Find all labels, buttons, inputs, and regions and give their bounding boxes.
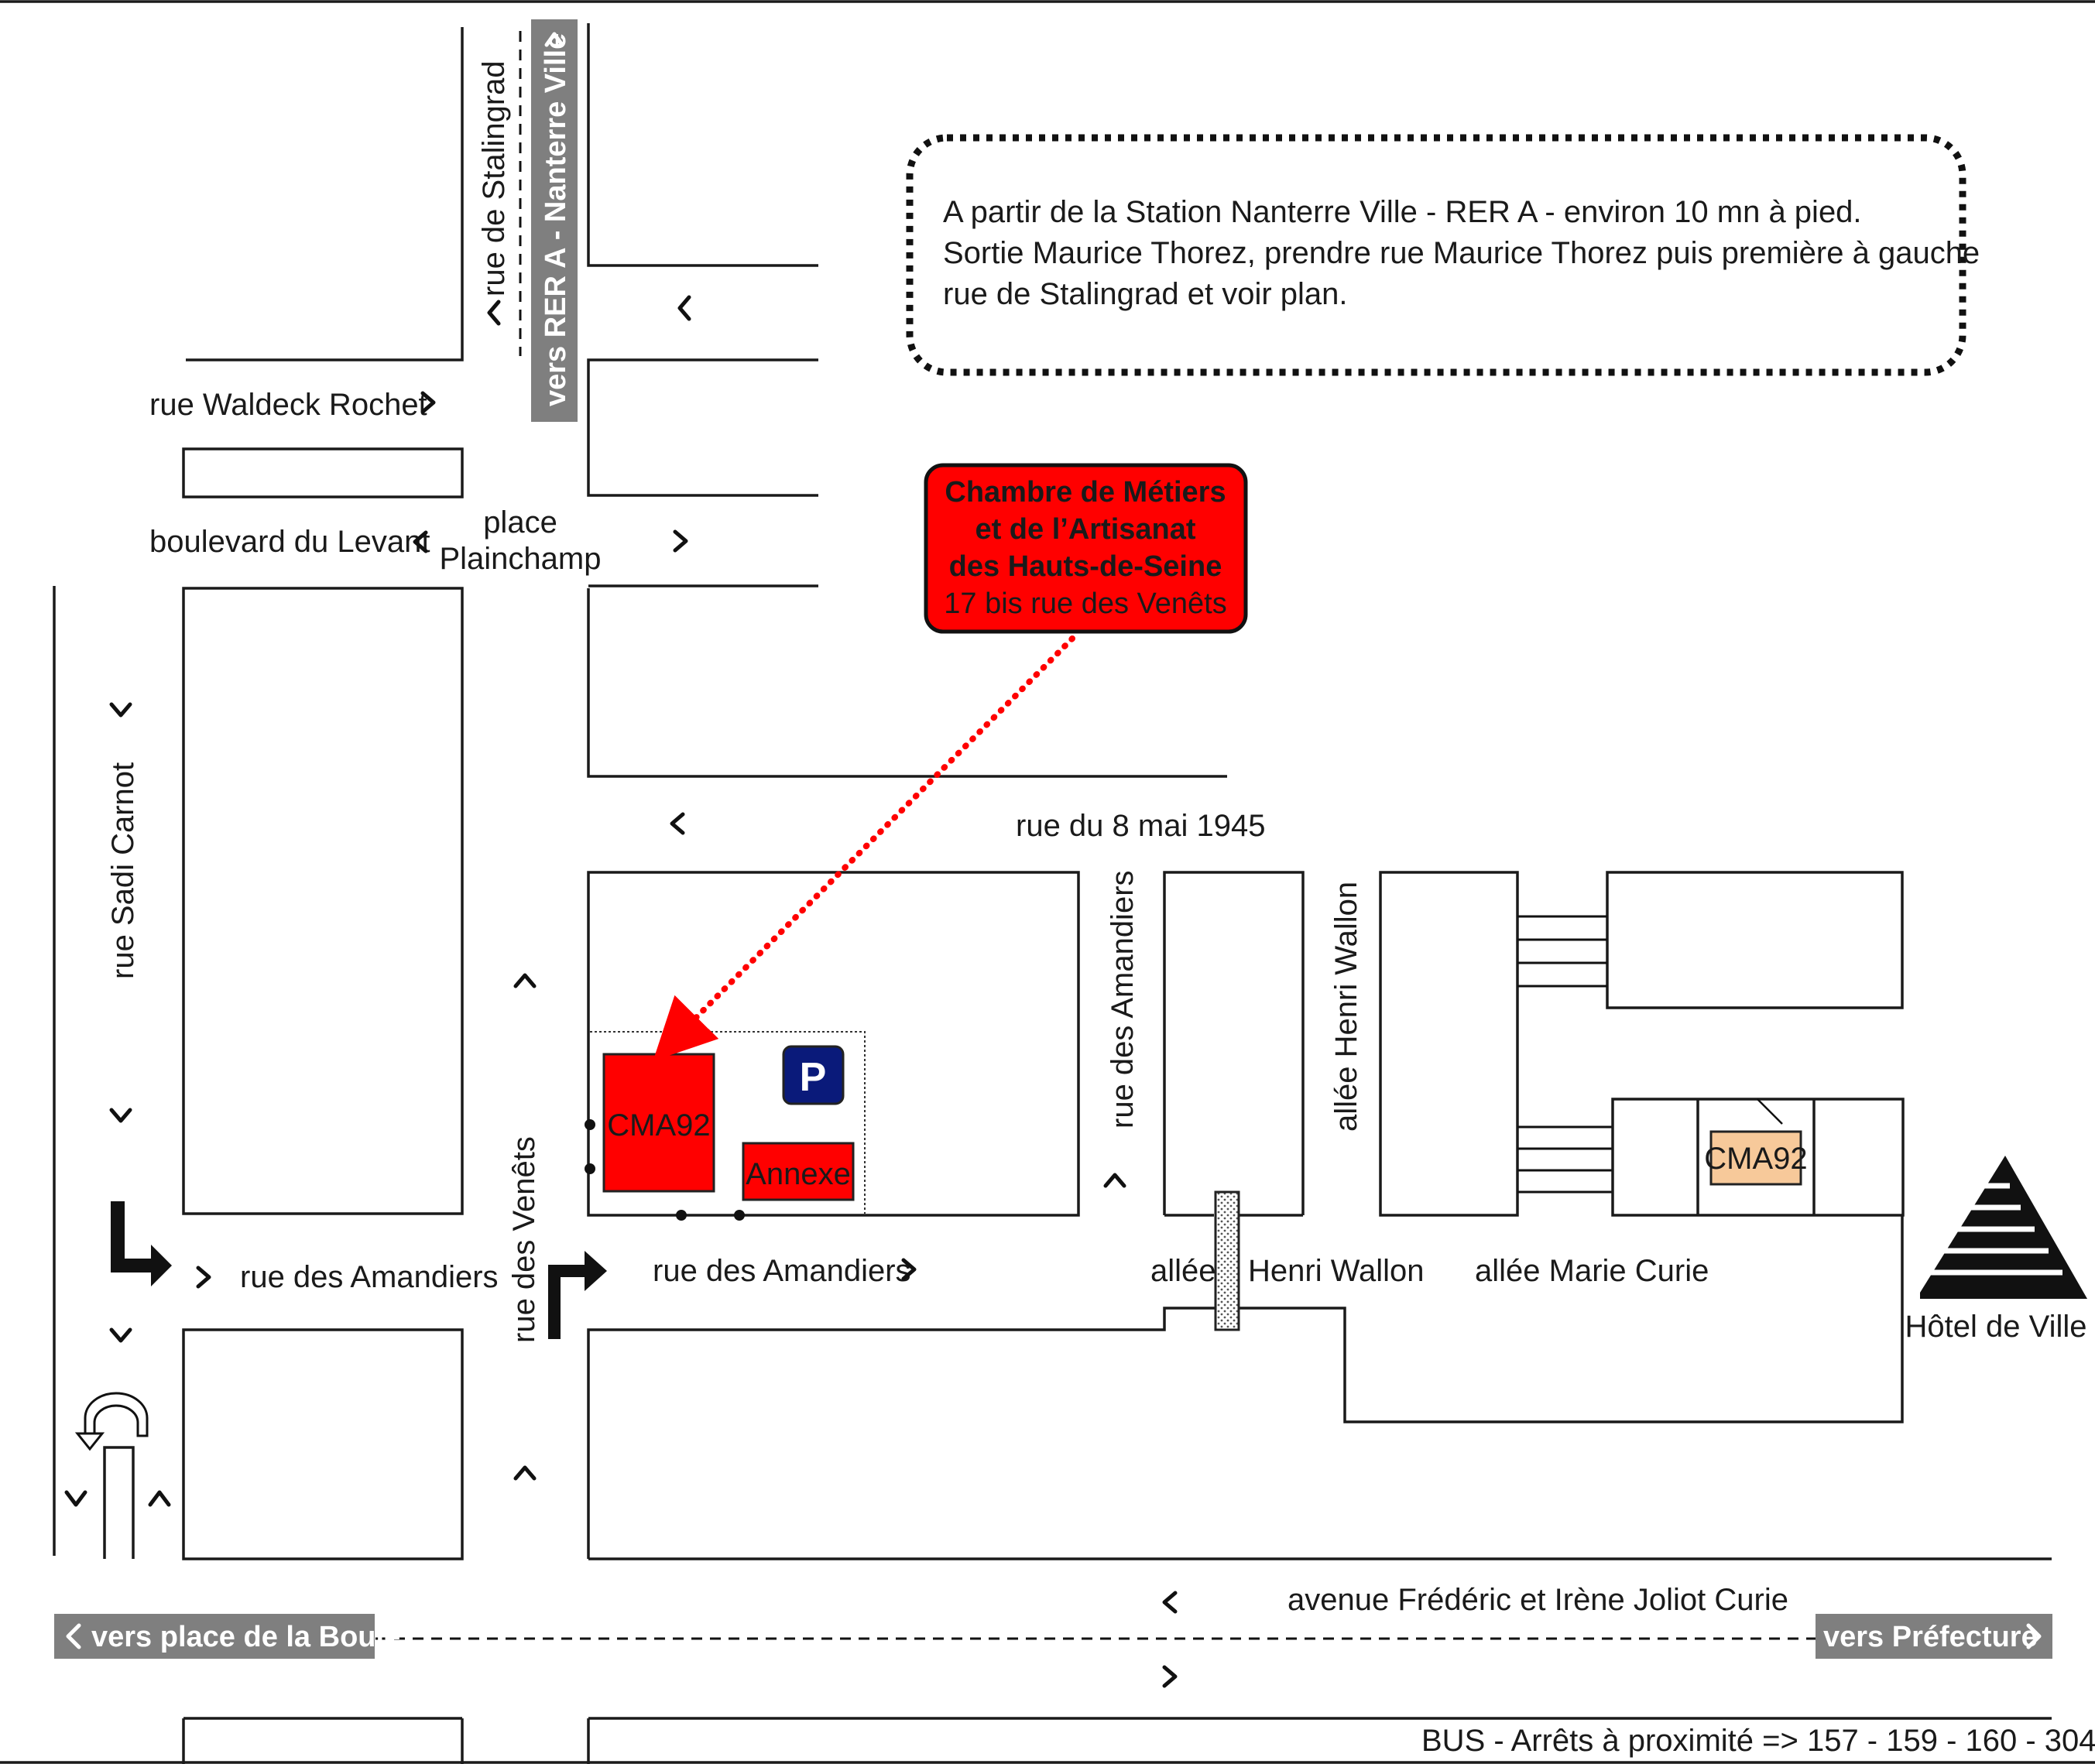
label-allee-henri-wallon: allée Henri Wallon bbox=[1329, 882, 1363, 1132]
label-rue-amandiers-west: rue des Amandiers bbox=[240, 1260, 499, 1294]
block-west-small bbox=[182, 1328, 464, 1560]
callout-line-1: Chambre de Métiers bbox=[945, 476, 1226, 509]
chevron-down-icon bbox=[109, 1327, 132, 1343]
label-rue-amandiers-vertical: rue des Amandiers bbox=[1106, 870, 1140, 1129]
banner-prefecture-arrow-icon bbox=[2026, 1623, 2042, 1649]
chevron-up-icon bbox=[513, 1465, 537, 1481]
chevron-left-icon bbox=[487, 300, 501, 326]
label-rue-venets: rue des Venêts bbox=[507, 1136, 541, 1343]
annexe-building bbox=[742, 1142, 855, 1201]
chevron-down-icon bbox=[109, 1108, 132, 1123]
callout-address: 17 bis rue des Venêts bbox=[944, 587, 1226, 620]
south-road-network bbox=[182, 1215, 2052, 1764]
chevron-right-icon bbox=[901, 1258, 917, 1281]
east-blocks bbox=[1163, 871, 1905, 1217]
info-line-2: Sortie Maurice Thorez, prendre rue Mauri… bbox=[943, 236, 1980, 270]
pedestrian-crossing bbox=[1214, 1190, 1240, 1331]
banner-rer-label: vers RER A - Nanterre Ville bbox=[540, 33, 572, 406]
label-allee: allée bbox=[1150, 1254, 1216, 1288]
road-median bbox=[103, 1446, 135, 1559]
label-place: place bbox=[483, 505, 557, 539]
label-hotel-de-ville: Hôtel de Ville bbox=[1905, 1310, 2087, 1344]
svg-text:P: P bbox=[800, 1055, 827, 1100]
label-rue-8-mai-1945: rue du 8 mai 1945 bbox=[1016, 809, 1265, 843]
info-line-3: rue de Stalingrad et voir plan. bbox=[943, 277, 1348, 311]
banner-boule-label: vers place de la Boule bbox=[91, 1621, 400, 1653]
callout-line-2: et de l’Artisanat bbox=[975, 513, 1195, 546]
banner-prefecture-label: vers Préfecture bbox=[1823, 1621, 2038, 1653]
chevron-up-icon bbox=[513, 973, 537, 988]
parking-icon: P bbox=[782, 1045, 845, 1105]
u-turn-icon bbox=[74, 1392, 149, 1451]
direction-arrows bbox=[64, 295, 1178, 1688]
label-rue-sadi-carnot: rue Sadi Carnot bbox=[106, 762, 140, 979]
label-avenue-joliot-curie: avenue Frédéric et Irène Joliot Curie bbox=[1288, 1583, 1788, 1617]
banner-prefecture: vers Préfecture bbox=[1816, 1614, 2052, 1659]
cma-main-label: CMA92 bbox=[607, 1108, 710, 1142]
chevron-right-icon bbox=[1162, 1665, 1178, 1688]
label-rue-amandiers-mid: rue des Amandiers bbox=[653, 1254, 911, 1288]
north-road-network bbox=[53, 23, 1227, 1556]
label-rue-stalingrad: rue de Stalingrad bbox=[477, 60, 511, 296]
label-allee-marie-curie: allée Marie Curie bbox=[1475, 1254, 1709, 1288]
cma-small-building bbox=[1709, 1130, 1802, 1186]
callout-line-3: des Hauts-de-Seine bbox=[949, 550, 1222, 583]
banner-boule: vers place de la Boule bbox=[54, 1614, 400, 1659]
cma-callout: Chambre de Métiers et de l’Artisanat des… bbox=[924, 463, 1248, 634]
label-boulevard-levant: boulevard du Levant bbox=[149, 525, 430, 559]
chevron-right-icon bbox=[196, 1266, 211, 1289]
info-box: A partir de la Station Nanterre Ville - … bbox=[906, 134, 1980, 376]
chevron-right-icon bbox=[420, 391, 436, 414]
entrance-dots bbox=[585, 1119, 745, 1221]
cma-small-label: CMA92 bbox=[1704, 1142, 1807, 1176]
chevron-left-icon bbox=[1162, 1591, 1178, 1614]
chevron-up-icon bbox=[1103, 1173, 1126, 1188]
parking-boundary bbox=[590, 1031, 866, 1214]
chevron-down-icon bbox=[64, 1490, 87, 1507]
banner-rer-arrow-icon bbox=[544, 32, 564, 47]
turn-up-arrow-icon bbox=[548, 1251, 607, 1339]
banner-boule-arrow-icon bbox=[66, 1623, 81, 1649]
label-rue-waldeck-rochet: rue Waldeck Rochet bbox=[149, 388, 427, 422]
chevron-left-icon bbox=[670, 812, 685, 835]
chevron-down-icon bbox=[109, 702, 132, 718]
callout-pointer bbox=[653, 635, 1075, 1061]
chevron-up-icon bbox=[148, 1490, 171, 1507]
label-plainchamp: Plainchamp bbox=[439, 542, 601, 576]
chevron-left-icon bbox=[413, 530, 428, 553]
turn-right-arrow-icon bbox=[111, 1201, 172, 1286]
info-line-1: A partir de la Station Nanterre Ville - … bbox=[943, 195, 1862, 229]
banner-rer: vers RER A - Nanterre Ville bbox=[531, 19, 578, 422]
chevron-right-icon bbox=[673, 529, 688, 553]
block-west-large bbox=[182, 587, 464, 1215]
annexe-label: Annexe bbox=[746, 1157, 851, 1191]
chevron-left-icon bbox=[677, 295, 691, 321]
city-hall-icon bbox=[1912, 1156, 2087, 1300]
label-bus-stops: BUS - Arrêts à proximité => 157 - 159 - … bbox=[1421, 1724, 2095, 1758]
label-henri-wallon: Henri Wallon bbox=[1248, 1254, 1424, 1288]
